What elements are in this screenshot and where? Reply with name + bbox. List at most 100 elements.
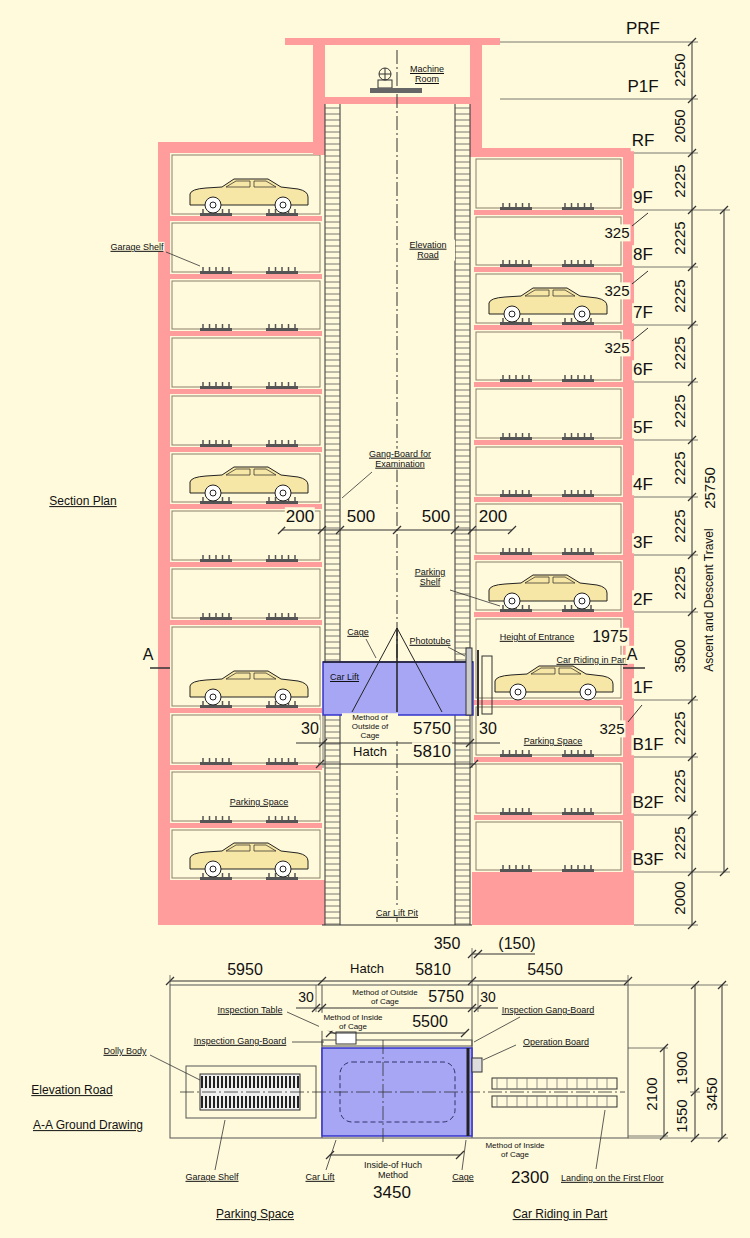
gang-board-rung <box>455 300 470 301</box>
dolly-body <box>253 1096 255 1108</box>
gang-board-rung <box>455 360 470 361</box>
garage-shelf <box>500 609 532 612</box>
garage-shelf <box>288 440 290 444</box>
level-line <box>634 497 698 498</box>
gang-board-rung <box>455 432 470 433</box>
garage-shelf <box>577 548 579 552</box>
landing-rail <box>497 1078 498 1089</box>
garage-shelf <box>571 375 573 379</box>
garage-shelf <box>200 328 232 331</box>
gang-board-rung <box>455 642 470 643</box>
garage-shelf <box>281 758 283 762</box>
gang-board-rung <box>325 204 340 205</box>
dimension-tick <box>474 950 482 958</box>
garage-shelf <box>266 386 298 389</box>
gang-board-rung <box>325 174 340 175</box>
garage-shelf <box>509 808 511 812</box>
floor-slab <box>170 447 322 452</box>
gang-board-rung <box>325 450 340 451</box>
leader-line <box>150 1055 200 1080</box>
gang-board-rung <box>455 120 470 121</box>
section-mark-label: A <box>626 646 639 664</box>
car-illustration <box>190 467 308 501</box>
gang-board-rung <box>455 774 470 775</box>
garage-shelf <box>584 203 586 207</box>
gang-board-rung <box>325 918 340 919</box>
leader-line <box>292 1042 324 1043</box>
gang-board-rung <box>325 618 340 619</box>
garage-shelf <box>200 705 232 708</box>
garage-shelf <box>562 379 594 382</box>
gang-board-rung <box>455 408 470 409</box>
gang-board-rung <box>455 444 470 445</box>
dimension-value: 2225 <box>671 220 688 255</box>
garage-shelf <box>590 490 592 494</box>
garage-shelf <box>522 865 524 869</box>
garage-shelf <box>228 440 230 444</box>
garage-shelf <box>215 440 217 444</box>
gang-board-rung <box>325 390 340 391</box>
gang-board-rung <box>455 498 470 499</box>
leader-line <box>474 1017 520 1042</box>
dolly-body <box>201 1076 203 1088</box>
garage-shelf <box>288 267 290 271</box>
gang-board-rung <box>455 888 470 889</box>
garage-shelf <box>562 207 594 210</box>
garage-shelf <box>522 260 524 264</box>
gang-board-rung <box>325 780 340 781</box>
gang-board-rung <box>325 804 340 805</box>
gang-board-rung <box>455 864 470 865</box>
gang-board-rung <box>455 918 470 919</box>
garage-shelf <box>275 324 277 328</box>
garage-shelf <box>228 758 230 762</box>
bay-outline <box>476 332 621 380</box>
landing-rail <box>557 1096 558 1107</box>
landing-rail <box>587 1096 588 1107</box>
gang-board-rung <box>325 258 340 259</box>
garage-shelf <box>515 203 517 207</box>
garage-shelf <box>500 264 532 267</box>
garage-shelf <box>509 865 511 869</box>
dimension-tick <box>468 977 476 985</box>
garage-shelf <box>528 865 530 869</box>
dolly-body <box>249 1096 251 1108</box>
garage-shelf <box>200 444 232 447</box>
floor-slab <box>474 325 623 330</box>
gang-board-rung <box>455 612 470 613</box>
garage-shelf <box>281 267 283 271</box>
gang-board-rung <box>325 372 340 373</box>
dimension-value: 2000 <box>671 880 688 915</box>
gang-board-rung <box>455 174 470 175</box>
dolly-body <box>265 1076 267 1088</box>
garage-shelf <box>590 808 592 812</box>
bay-outline <box>172 454 320 502</box>
garage-shelf <box>288 555 290 559</box>
gang-board-rung <box>455 186 470 187</box>
landing-rail <box>597 1078 598 1089</box>
garage-shelf <box>571 548 573 552</box>
garage-shelf <box>228 209 230 213</box>
garage-shelf <box>266 705 298 708</box>
garage-shelf <box>502 750 504 754</box>
gang-board-rung <box>325 162 340 163</box>
garage-shelf <box>222 209 224 213</box>
floor-label: B2F <box>631 793 664 813</box>
gang-board-rung <box>455 798 470 799</box>
garage-shelf <box>215 613 217 617</box>
gang-board-rung <box>325 348 340 349</box>
dolly-body <box>249 1076 251 1088</box>
gang-board-rung <box>325 828 340 829</box>
dolly-body <box>237 1096 239 1108</box>
gang-board-rung <box>455 558 470 559</box>
dolly-body <box>285 1076 287 1088</box>
gang-board-rung <box>455 780 470 781</box>
dimension-value: 2100 <box>643 1076 660 1111</box>
gang-board-rung <box>455 228 470 229</box>
garage-shelf <box>281 382 283 386</box>
floor-label: B1F <box>631 735 664 755</box>
gang-board-rung <box>325 822 340 823</box>
garage-shelf <box>577 203 579 207</box>
gang-board-rung <box>325 342 340 343</box>
garage-shelf <box>571 750 573 754</box>
garage-shelf <box>268 613 270 617</box>
